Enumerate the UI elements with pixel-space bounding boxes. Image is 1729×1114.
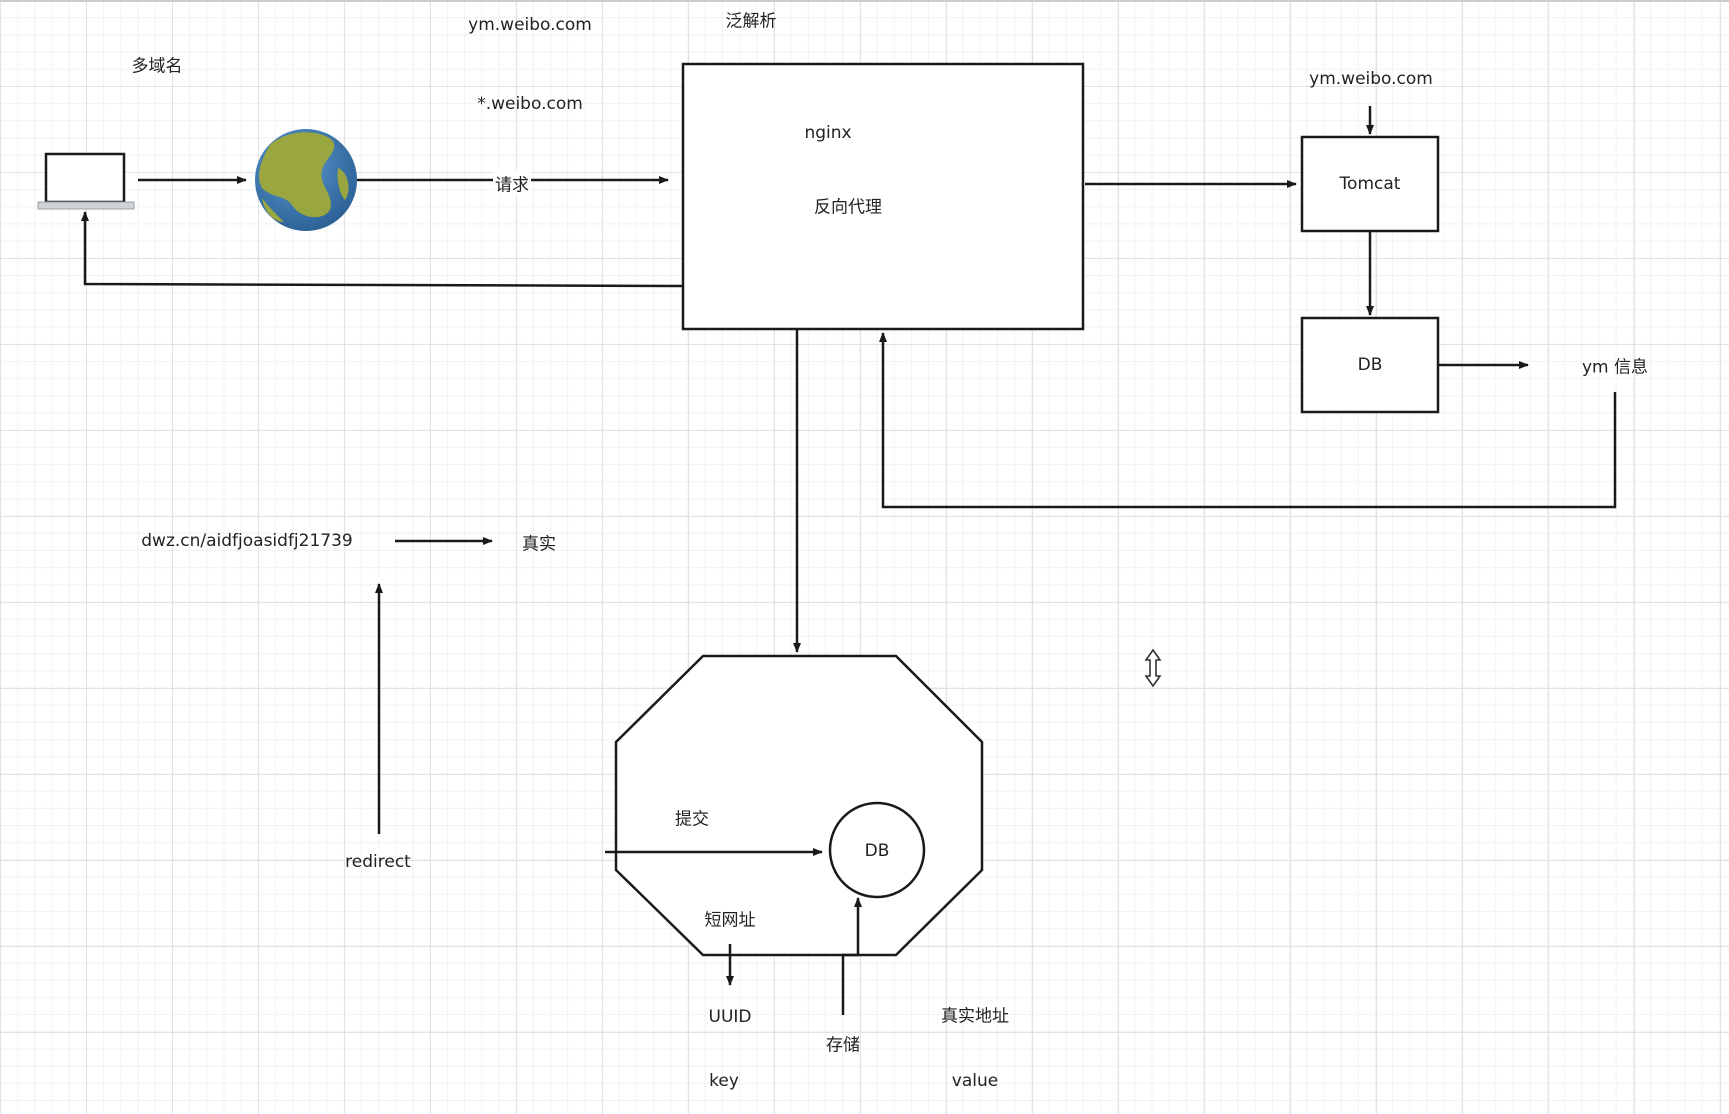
db-circle xyxy=(828,801,926,899)
ym-domain-top-label: ym.weibo.com xyxy=(468,15,592,35)
arrow-store-to-db xyxy=(841,897,862,1015)
reverse-proxy-label: 反向代理 xyxy=(814,197,882,218)
nginx-box xyxy=(681,62,1085,331)
uuid-label: UUID xyxy=(708,1007,752,1027)
submit-label: 提交 xyxy=(675,809,709,830)
nginx-label: nginx xyxy=(804,123,852,143)
wildcard-domain-label: *.weibo.com xyxy=(477,94,583,114)
real-label: 真实 xyxy=(522,534,556,555)
ym-info-label: ym 信息 xyxy=(1581,357,1649,378)
tomcat-label: Tomcat xyxy=(1339,174,1401,194)
store-label: 存储 xyxy=(826,1035,860,1056)
resize-vertical-cursor-icon xyxy=(1144,648,1162,688)
globe-icon xyxy=(255,129,357,231)
arrow-nginx-response-to-laptop xyxy=(81,211,684,288)
tomcat-box xyxy=(1300,135,1440,233)
ym-domain-right-label: ym.weibo.com xyxy=(1309,69,1433,89)
laptop-icon xyxy=(37,152,135,210)
request-label: 请求 xyxy=(493,170,531,196)
short-url-service-octagon xyxy=(614,654,984,957)
value-label: value xyxy=(951,1071,999,1091)
real-address-label: 真实地址 xyxy=(941,1006,1009,1027)
canvas-top-border xyxy=(0,0,1729,2)
db-box xyxy=(1300,316,1440,414)
multi-domain-label: 多域名 xyxy=(131,56,183,77)
short-address-label: 短网址 xyxy=(704,910,756,931)
redirect-label: redirect xyxy=(345,852,411,872)
key-label: key xyxy=(709,1071,739,1091)
arrow-ym-info-to-nginx xyxy=(879,332,1617,509)
db-box-label: DB xyxy=(1357,355,1383,375)
wildcard-resolve-label: 泛解析 xyxy=(725,11,777,32)
db-circle-label: DB xyxy=(864,841,890,861)
short-url-example-label: dwz.cn/aidfjoasidfj21739 xyxy=(141,531,353,551)
